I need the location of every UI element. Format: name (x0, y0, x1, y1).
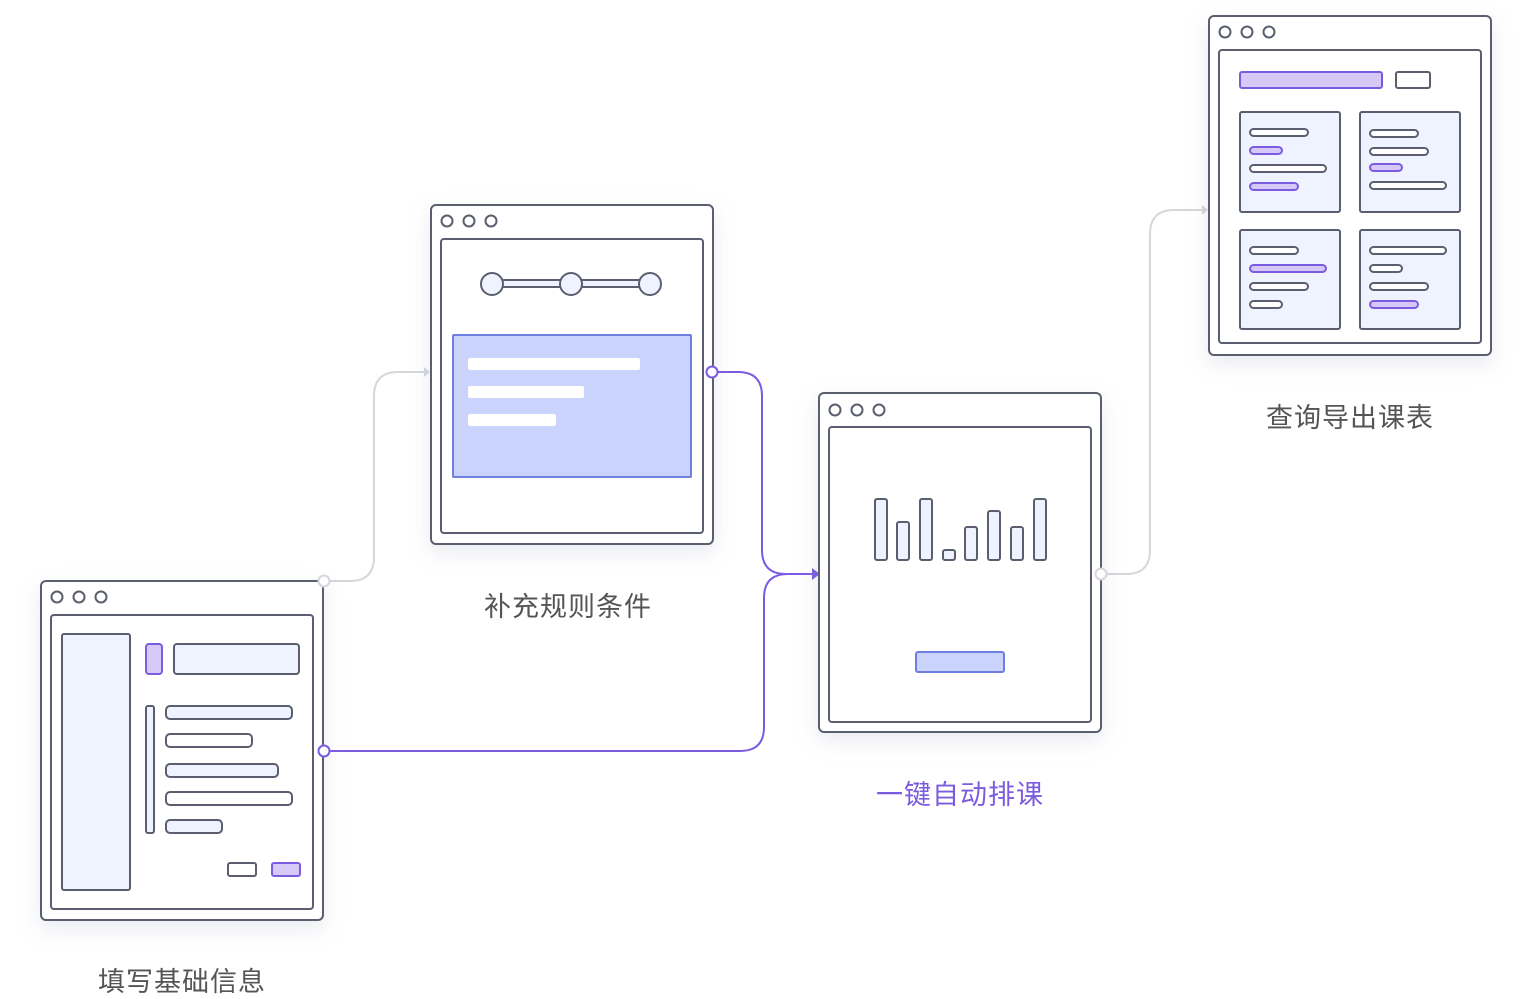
window-dot-icon (440, 214, 454, 228)
port-inactive-icon (317, 574, 331, 588)
arrowhead-step3 (812, 568, 820, 580)
window-rule-conditions[interactable] (430, 204, 719, 545)
confirm-button (271, 862, 301, 877)
start-schedule-button (915, 651, 1005, 673)
step-label-rule-conditions[interactable]: 补充规则条件 (484, 592, 652, 623)
port-active-icon (317, 744, 331, 758)
connector-step1-to-step2 (324, 371, 428, 582)
window-dot-icon (462, 214, 476, 228)
form-line (165, 819, 223, 834)
form-line (165, 791, 293, 806)
form-line (165, 705, 293, 720)
search-bar (1239, 71, 1383, 89)
connector-step2-to-step3[interactable] (712, 371, 814, 575)
connector-step3-to-step4 (1101, 209, 1206, 575)
window-dot-icon (1262, 25, 1276, 39)
window-export-timetable[interactable] (1208, 15, 1492, 356)
window-dot-icon (484, 214, 498, 228)
window-dot-icon (828, 403, 842, 417)
window-dot-icon (850, 403, 864, 417)
connectors (324, 205, 1208, 752)
port-inactive-icon (1094, 567, 1108, 581)
export-button (1395, 71, 1431, 89)
stepper-node-icon (559, 272, 583, 296)
rule-line (468, 358, 640, 370)
form-line (165, 763, 279, 778)
window-dot-icon (872, 403, 886, 417)
step-label-export-timetable[interactable]: 查询导出课表 (1266, 403, 1434, 434)
window-dot-icon (94, 590, 108, 604)
rule-line (468, 386, 584, 398)
timetable-card (1359, 229, 1461, 330)
step-label-basic-info[interactable]: 填写基础信息 (98, 967, 266, 998)
arrowhead-step2 (424, 367, 430, 377)
stepper-node-icon (480, 272, 504, 296)
timetable-card (1239, 229, 1341, 330)
window-auto-schedule[interactable] (818, 392, 1108, 733)
connector-step1-to-step3[interactable] (324, 573, 814, 752)
window-dot-icon (1218, 25, 1232, 39)
stepper-node-icon (638, 272, 662, 296)
timetable-card (1359, 111, 1461, 213)
progress-bars-icon (874, 498, 1047, 561)
arrowhead-step4 (1202, 205, 1208, 215)
window-dot-icon (72, 590, 86, 604)
window-dot-icon (50, 590, 64, 604)
window-dot-icon (1240, 25, 1254, 39)
scroll-track (145, 705, 155, 834)
sidebar-panel (61, 633, 131, 891)
title-field (173, 643, 300, 675)
form-line (165, 733, 253, 748)
rule-panel (452, 334, 692, 478)
port-active-icon (705, 365, 719, 379)
rule-line (468, 414, 556, 426)
timetable-card (1239, 111, 1341, 213)
cancel-button (227, 862, 257, 877)
window-basic-info[interactable] (40, 574, 331, 921)
step-label-auto-schedule[interactable]: 一键自动排课 (876, 780, 1044, 811)
avatar-block (145, 643, 163, 675)
